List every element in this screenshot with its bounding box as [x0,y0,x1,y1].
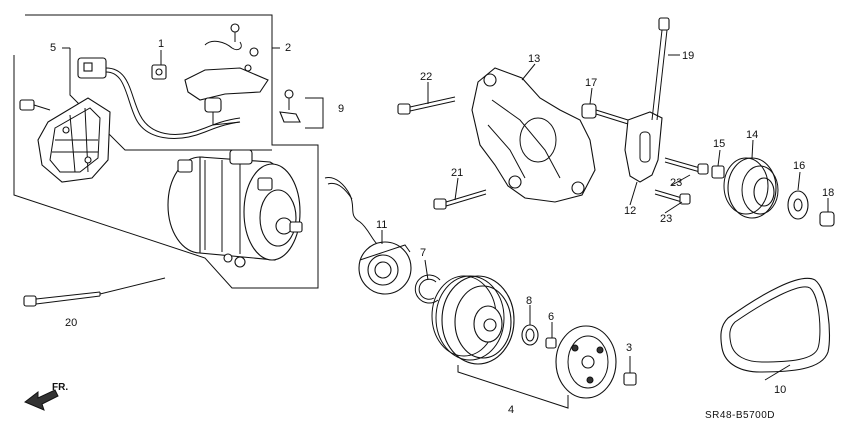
armature-plate [555,325,617,399]
callout-6: 6 [548,311,554,323]
callout-15: 15 [713,138,725,150]
compressor-bracket [471,67,596,203]
ac-compressor [167,149,303,268]
callout-23-upper: 23 [670,177,682,189]
harness-connector [77,57,241,139]
bolts-bracket [397,96,629,210]
drive-belt [720,277,831,373]
fr-label: FR. [52,382,68,393]
snap-ring [414,274,441,304]
callout-8: 8 [526,295,532,307]
heat-shield [19,97,111,183]
callout-12: 12 [624,205,636,217]
callout-9: 9 [338,103,344,115]
callout-21: 21 [451,167,463,179]
callout-4: 4 [508,404,514,416]
callout-7: 7 [420,247,426,259]
long-bolt-20 [23,277,166,307]
callout-labels: 1 2 3 4 5 6 7 8 9 10 11 12 13 14 15 16 1… [50,38,834,416]
bracket-small [151,23,269,126]
callout-3: 3 [626,342,632,354]
washer [787,190,809,220]
callout-11: 11 [376,219,387,231]
idler-pulley [723,157,779,219]
clip-part [279,89,324,129]
callout-5: 5 [50,42,56,54]
shim-and-nut [521,324,557,349]
adjusting-bolt-19 [651,17,670,121]
field-coil [324,176,412,295]
nut-18 [819,211,835,227]
callout-16: 16 [793,160,805,172]
nut-3 [623,372,637,386]
callout-22: 22 [420,71,432,83]
callout-13: 13 [528,53,540,65]
callout-2: 2 [285,42,291,54]
front-direction-arrow: FR. [24,382,68,411]
callout-18: 18 [822,187,834,199]
bolts-23 [654,157,709,205]
nut-15 [711,165,725,179]
clutch-pulley [431,275,515,365]
tensioner-bracket [624,111,663,183]
callout-17: 17 [585,77,597,89]
leader-lines [160,50,829,381]
callout-10: 10 [774,384,786,396]
callout-14: 14 [746,129,758,141]
callout-1: 1 [158,38,164,50]
callout-19: 19 [682,50,694,62]
diagram-code: SR48-B5700D [705,410,775,421]
pulley-group-bracket [457,365,569,409]
callout-20: 20 [65,317,77,329]
callout-23-lower: 23 [660,213,672,225]
